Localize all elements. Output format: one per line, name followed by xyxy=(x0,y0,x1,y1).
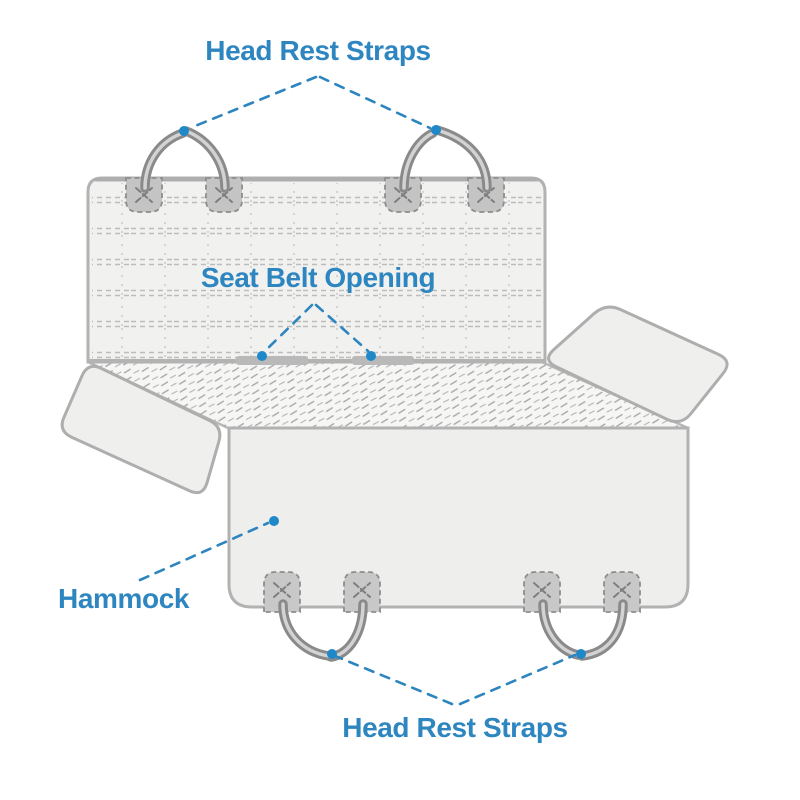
dot-seatbelt-left xyxy=(257,351,267,361)
label-hammock: Hammock xyxy=(58,583,190,614)
label-seat-belt-opening: Seat Belt Opening xyxy=(200,262,436,293)
label-head-rest-straps-top: Head Rest Straps xyxy=(205,35,431,66)
back-panel-quilting xyxy=(92,183,541,359)
leader-headrest-bottom-left xyxy=(333,654,454,706)
patch-stitching-top xyxy=(135,187,495,203)
dot-hammock xyxy=(269,516,279,526)
strap-patch xyxy=(343,571,381,613)
back-panel xyxy=(86,176,547,364)
dot-strap-bottom-right xyxy=(576,649,586,659)
side-flap-left xyxy=(60,364,222,495)
leader-seatbelt-right xyxy=(314,303,370,353)
headrest-strap-top-left xyxy=(140,126,230,193)
leader-headrest-top-left xyxy=(188,75,318,130)
dot-strap-bottom-left xyxy=(327,649,337,659)
seat-belt-slot-left xyxy=(236,356,308,365)
patch-stitching-bottom xyxy=(273,582,631,598)
leader-seatbelt-left xyxy=(263,303,314,353)
callout-leader-lines xyxy=(138,75,577,706)
strap-patch xyxy=(603,571,641,613)
seat-bench-surface xyxy=(86,360,690,430)
strap-patch xyxy=(523,571,561,613)
hammock-panel xyxy=(227,426,690,609)
dot-strap-top-right xyxy=(431,125,441,135)
callout-dots xyxy=(179,125,586,659)
headrest-strap-top-right xyxy=(399,125,492,193)
headrest-strap-patches-bottom xyxy=(263,571,641,613)
dot-strap-top-left xyxy=(179,126,189,136)
label-head-rest-straps-bottom: Head Rest Straps xyxy=(342,712,568,743)
leader-headrest-top-right xyxy=(318,75,432,130)
side-flap-right xyxy=(547,305,729,424)
headrest-strap-bottom-right xyxy=(538,599,628,661)
seat-belt-slot-right xyxy=(352,356,414,365)
dot-seatbelt-right xyxy=(366,351,376,361)
leader-hammock xyxy=(138,521,270,582)
leader-headrest-bottom-right xyxy=(458,653,577,706)
strap-patch xyxy=(263,571,301,613)
